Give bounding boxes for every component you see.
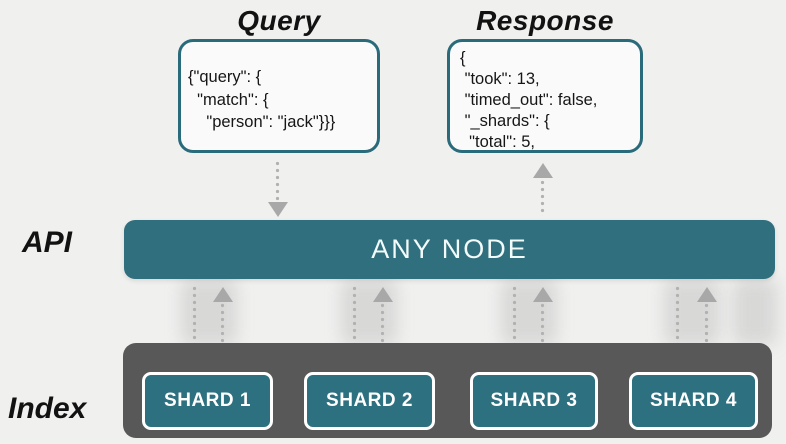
- shard-label: SHARD 2: [326, 390, 413, 411]
- shard-box-2: SHARD 2: [304, 372, 435, 430]
- index-container: SHARD 1 SHARD 2 SHARD 3 SHARD 4: [123, 343, 772, 438]
- api-label: API: [22, 226, 73, 259]
- shard4-up-arrow-line: [704, 302, 709, 370]
- shard2-down-arrow-line: [352, 285, 357, 348]
- query-down-arrow-head-icon: [268, 202, 288, 217]
- shard3-up-arrow-head-icon: [533, 287, 553, 302]
- response-up-arrow-head-icon: [533, 163, 553, 178]
- shard1-down-arrow-line: [192, 285, 197, 348]
- shard1-up-arrow-line: [220, 302, 225, 370]
- shard4-down-arrow-line: [675, 285, 680, 348]
- shard3-down-arrow-line: [512, 285, 517, 348]
- shard-box-1: SHARD 1: [142, 372, 273, 430]
- shard-label: SHARD 3: [490, 390, 578, 411]
- query-title: Query: [237, 5, 321, 36]
- shard4-up-arrow-head-icon: [697, 287, 717, 302]
- shard1-up-arrow-head-icon: [213, 287, 233, 302]
- response-title: Response: [476, 5, 614, 36]
- shard-label: SHARD 1: [164, 390, 251, 411]
- shard-box-3: SHARD 3: [470, 372, 598, 430]
- index-label: Index: [8, 392, 87, 425]
- query-box: {"query": { "match": { "person": "jack"}…: [178, 39, 380, 153]
- response-box: { "took": 13, "timed_out": false, "_shar…: [447, 39, 643, 153]
- query-down-arrow-line: [275, 160, 280, 202]
- response-code: { "took": 13, "timed_out": false, "_shar…: [460, 49, 598, 151]
- response-up-arrow-line: [540, 179, 545, 216]
- shard2-up-arrow-head-icon: [373, 287, 393, 302]
- shard-box-4: SHARD 4: [629, 372, 758, 430]
- any-node-bar: ANY NODE: [124, 220, 775, 279]
- query-code: {"query": { "match": { "person": "jack"}…: [188, 68, 336, 131]
- any-node-label: ANY NODE: [371, 234, 528, 264]
- shard2-up-arrow-line: [380, 302, 385, 370]
- shard-label: SHARD 4: [650, 390, 737, 411]
- shard3-up-arrow-line: [540, 302, 545, 370]
- shadow-band: [733, 279, 777, 345]
